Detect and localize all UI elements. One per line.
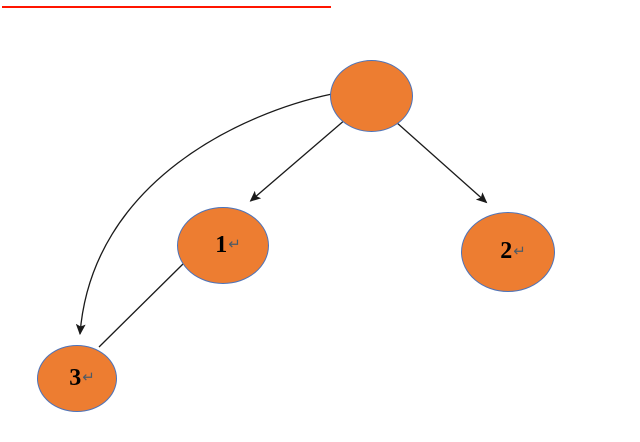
node-2-text: 2 <box>500 238 513 264</box>
node-3-text: 3 <box>69 364 82 391</box>
node-1-text: 1 <box>215 231 228 258</box>
node-2-label: 2 ↵ <box>500 239 526 263</box>
node-3-ellipse[interactable]: 3 ↵ <box>37 345 117 412</box>
line-break-mark-icon: ↵ <box>513 243 526 260</box>
connector-root-to-node1[interactable] <box>249 118 347 202</box>
connector-root-to-node3-curved[interactable] <box>75 93 333 336</box>
node-1-label: 1 ↵ <box>215 233 241 257</box>
node-root-ellipse[interactable] <box>330 60 413 132</box>
connector-node1-to-node3[interactable] <box>98 262 185 348</box>
node-2-ellipse[interactable]: 2 ↵ <box>461 212 555 292</box>
line-break-mark-icon: ↵ <box>82 370 95 386</box>
connector-root-to-node2[interactable] <box>395 121 488 204</box>
line-break-mark-icon: ↵ <box>228 237 241 253</box>
node-1-ellipse[interactable]: 1 ↵ <box>177 207 269 284</box>
node-3-label: 3 ↵ <box>69 366 95 390</box>
